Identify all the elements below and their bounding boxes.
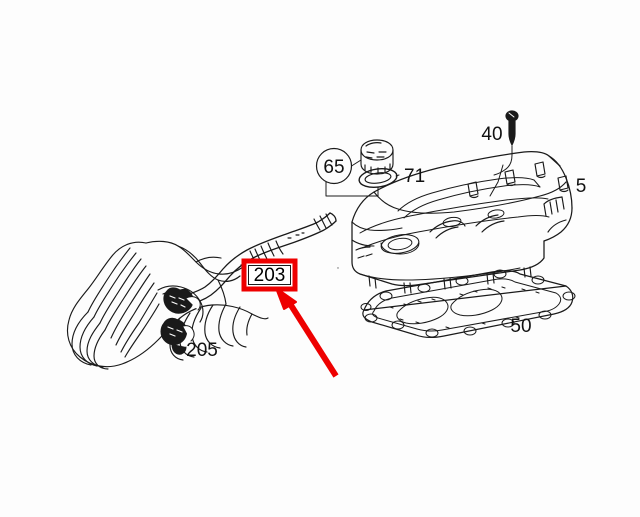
callout-5-label: 5 [576, 176, 587, 197]
air-intake-duct [66, 240, 269, 370]
callout-leader-lines [315, 145, 513, 197]
callout-205-label: 205 [186, 340, 218, 361]
cover-gasket-part-50 [360, 269, 576, 338]
cover-bolt-part-40 [505, 110, 519, 146]
breather-hose-part-203 [182, 212, 337, 306]
highlight-arrow [275, 287, 339, 378]
quick-connect-fittings-part-205 [160, 287, 201, 355]
callout-50-label: 50 [510, 316, 531, 337]
oil-filler-cap-part-65 [360, 139, 394, 175]
callout-71-label: 71 [404, 166, 425, 187]
highlight-box-inner-outline [248, 265, 291, 285]
highlight-box-label: 203 [254, 265, 286, 286]
callout-65-label: 65 [323, 157, 344, 178]
highlight-box-203: 203 [241, 258, 298, 292]
callout-40-label: 40 [481, 124, 502, 145]
cylinder-head-cover-part-5 [337, 151, 573, 294]
